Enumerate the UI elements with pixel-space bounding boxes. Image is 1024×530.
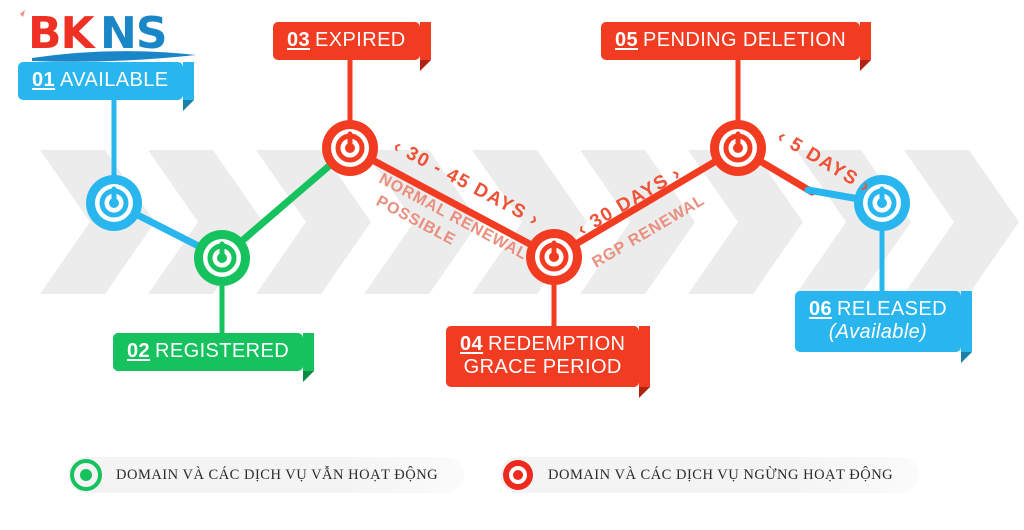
label-05-fold: [860, 22, 872, 60]
label-04-number: 04: [460, 333, 484, 355]
label-06-fold: [960, 291, 972, 352]
label-05-number: 05: [615, 29, 639, 51]
label-05-fold-shadow: [860, 60, 872, 71]
connector-04-05: [550, 144, 742, 261]
ring-open-icon: [70, 459, 102, 491]
node-01-available-icon: [86, 175, 142, 231]
label-06-text-line2: (Available): [828, 321, 928, 343]
ring-filled-icon: [503, 460, 533, 490]
node-03-expired-icon: [322, 120, 378, 176]
node-06-released-icon: [854, 175, 910, 231]
legend-active-text: DOMAIN VÀ CÁC DỊCH VỤ VẪN HOẠT ĐỘNG: [116, 466, 439, 483]
logo-text-ns: NS: [100, 8, 167, 59]
label-01-text: AVAILABLE: [60, 69, 169, 91]
label-01-number: 01: [32, 69, 56, 91]
connector-03-04: [346, 144, 558, 261]
label-03-fold-shadow: [419, 60, 431, 71]
logo-swoosh: [32, 51, 196, 62]
label-03-fold: [419, 22, 431, 60]
node-04-redemption-icon: [526, 229, 582, 285]
label-04-fold-shadow: [639, 387, 651, 398]
label-05-text: PENDING DELETION: [643, 29, 847, 51]
label-03-text: EXPIRED: [315, 29, 406, 51]
label-01-fold: [182, 62, 194, 100]
label-04-text: REDEMPTION: [488, 333, 626, 355]
label-04-fold: [639, 326, 651, 387]
label-06-fold-shadow: [960, 352, 972, 363]
node-05-pending-deletion-icon: [710, 120, 766, 176]
label-02-text: REGISTERED: [155, 340, 290, 362]
node-02-registered-icon: [194, 230, 250, 286]
legend-item-active: DOMAIN VÀ CÁC DỊCH VỤ VẪN HOẠT ĐỘNG: [68, 457, 465, 493]
connector-02-03: [218, 144, 354, 262]
label-06-number: 06: [809, 298, 833, 320]
label-02-number: 02: [127, 340, 151, 362]
logo-text-bk: BK: [28, 8, 97, 59]
label-02-fold-shadow: [303, 371, 315, 382]
legend-stopped-text: DOMAIN VÀ CÁC DỊCH VỤ NGỪNG HOẠT ĐỘNG: [548, 466, 894, 483]
label-02-fold: [303, 333, 315, 371]
bkns-logo: BK NS: [20, 8, 196, 62]
segment-3-duration: ‹ 5 DAYS ›: [773, 126, 874, 198]
label-04-text-line2: GRACE PERIOD: [463, 356, 622, 378]
legend-item-stopped: DOMAIN VÀ CÁC DỊCH VỤ NGỪNG HOẠT ĐỘNG: [500, 457, 920, 493]
label-06-text: RELEASED: [837, 298, 947, 320]
label-01-fold-shadow: [182, 100, 194, 111]
label-03-number: 03: [287, 29, 311, 51]
logo-tick: [20, 10, 25, 17]
